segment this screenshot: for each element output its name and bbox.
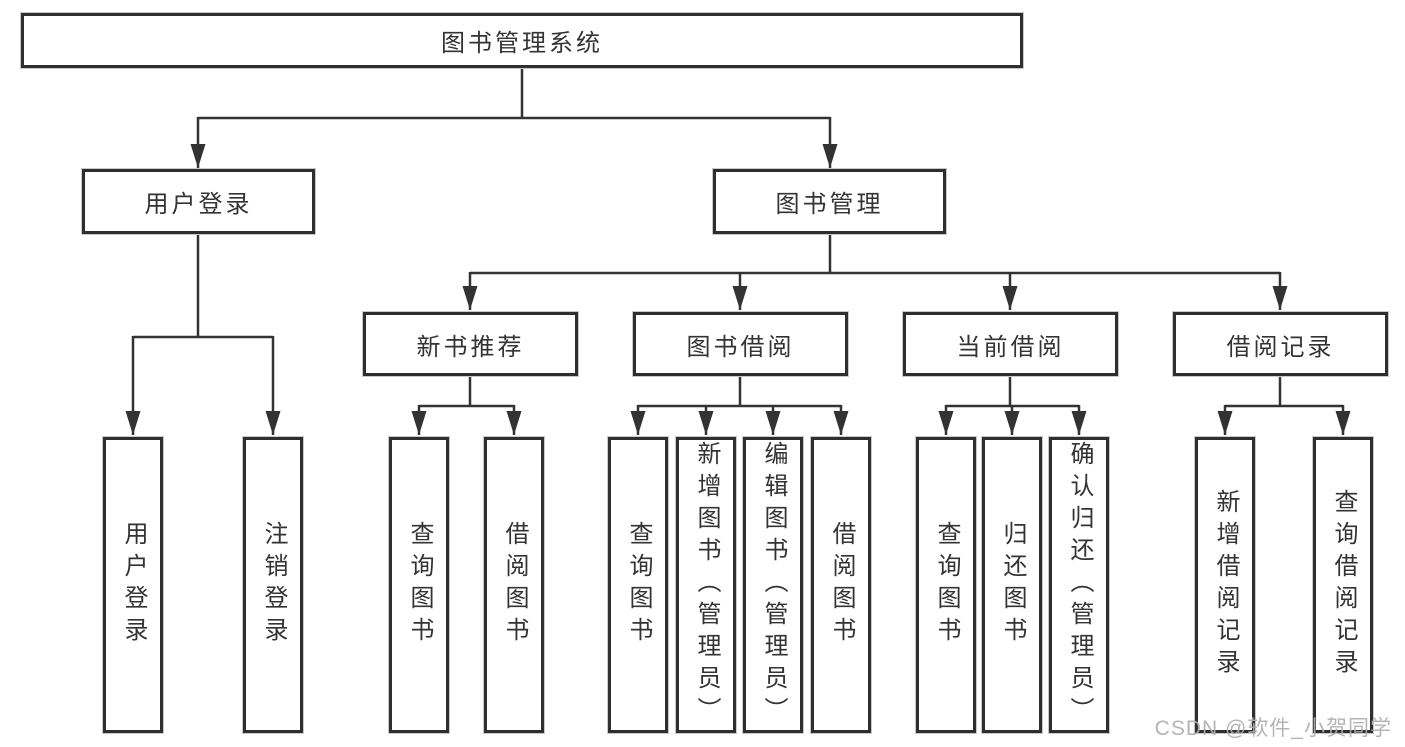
node-book-management-label: 图书管理 [775, 191, 884, 218]
node-root: 图书管理系统 [21, 13, 1023, 68]
node-current-borrow: 当前借阅 [903, 312, 1118, 376]
leaf-newbook-query: 查询图书 [389, 437, 449, 733]
node-borrow-records: 借阅记录 [1173, 312, 1388, 376]
leaf-current-query-label: 查询图书 [933, 521, 960, 649]
leaf-records-query-label: 查询借阅记录 [1330, 489, 1357, 681]
node-book-borrow-label: 图书借阅 [686, 333, 795, 361]
node-borrow-records-label: 借阅记录 [1226, 333, 1335, 361]
node-root-label: 图书管理系统 [441, 30, 603, 57]
leaf-user-login: 用户登录 [103, 437, 163, 733]
connector-root [198, 68, 830, 120]
leaf-logout-label: 注销登录 [260, 521, 287, 649]
leaf-newbook-borrow: 借阅图书 [484, 437, 544, 733]
leaf-user-login-label: 用户登录 [120, 521, 147, 649]
connector-borrow-records [1225, 376, 1343, 408]
node-new-book-recommend: 新书推荐 [363, 312, 578, 376]
leaf-borrow-borrow-label: 借阅图书 [828, 521, 855, 649]
leaf-current-confirm-label: 确认归还（管理员） [1066, 441, 1093, 729]
leaf-borrow-edit-label: 编辑图书（管理员） [760, 441, 787, 729]
node-current-borrow-label: 当前借阅 [956, 333, 1065, 361]
csdn-watermark: CSDN @软件_小贺同学 [1154, 717, 1392, 740]
node-new-book-recommend-label: 新书推荐 [416, 333, 525, 361]
connector-new-book [419, 376, 514, 408]
leaf-current-confirm: 确认归还（管理员） [1049, 437, 1109, 733]
leaf-borrow-borrow: 借阅图书 [811, 437, 871, 733]
leaf-records-add-label: 新增借阅记录 [1212, 489, 1239, 681]
connector-user-login [133, 234, 273, 339]
leaf-borrow-query-label: 查询图书 [625, 521, 652, 649]
connector-book-borrow [638, 376, 841, 408]
connector-book-management [470, 234, 1280, 275]
leaf-current-return-label: 归还图书 [999, 521, 1026, 649]
leaf-borrow-query: 查询图书 [608, 437, 668, 733]
leaf-records-query: 查询借阅记录 [1313, 437, 1373, 733]
leaf-records-add: 新增借阅记录 [1195, 437, 1255, 733]
leaf-newbook-borrow-label: 借阅图书 [501, 521, 528, 649]
leaf-borrow-add: 新增图书（管理员） [676, 437, 736, 733]
connector-current-borrow [946, 376, 1079, 408]
node-book-management: 图书管理 [713, 169, 946, 234]
leaf-newbook-query-label: 查询图书 [406, 521, 433, 649]
node-book-borrow: 图书借阅 [633, 312, 848, 376]
leaf-current-return: 归还图书 [982, 437, 1042, 733]
leaf-borrow-edit: 编辑图书（管理员） [743, 437, 803, 733]
leaf-logout: 注销登录 [243, 437, 303, 733]
node-user-login-label: 用户登录 [144, 191, 253, 218]
leaf-borrow-add-label: 新增图书（管理员） [693, 441, 720, 729]
node-user-login: 用户登录 [82, 169, 315, 234]
leaf-current-query: 查询图书 [916, 437, 976, 733]
